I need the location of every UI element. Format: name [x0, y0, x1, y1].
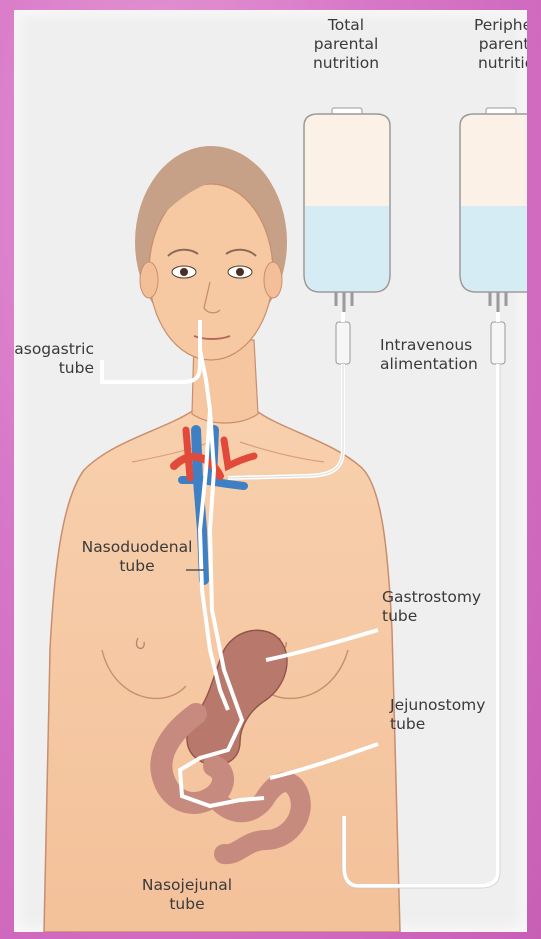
gastrostomy-label: Gastrostomy tube [382, 588, 481, 626]
ppn-bag-fluid [461, 206, 527, 291]
nasoduodenal-label: Nasoduodenal tube [72, 538, 202, 576]
tpn-label: Total parental nutrition [306, 16, 386, 73]
tpn-bag-fluid [305, 206, 389, 291]
illustration-frame: Total parental nutrition Periphera paren… [14, 10, 527, 932]
enteral-parenteral-diagram [14, 10, 527, 932]
left-pupil [180, 268, 188, 276]
face [149, 184, 273, 360]
nasogastric-label: asogastric tube [14, 340, 94, 378]
ppn-bag-ports [490, 292, 506, 312]
jejunostomy-label: Jejunostomy tube [390, 696, 485, 734]
tpn-drip-chamber [336, 322, 350, 364]
left-ear [140, 262, 158, 298]
right-pupil [236, 268, 244, 276]
right-ear [264, 262, 282, 298]
ppn-drip-chamber [491, 322, 505, 364]
nasojejunal-label: Nasojejunal tube [132, 876, 242, 914]
intravenous-label: Intravenous alimentation [380, 336, 478, 374]
ppn-label: Periphera parental nutrition [466, 16, 527, 73]
tpn-bag-ports [336, 292, 352, 312]
